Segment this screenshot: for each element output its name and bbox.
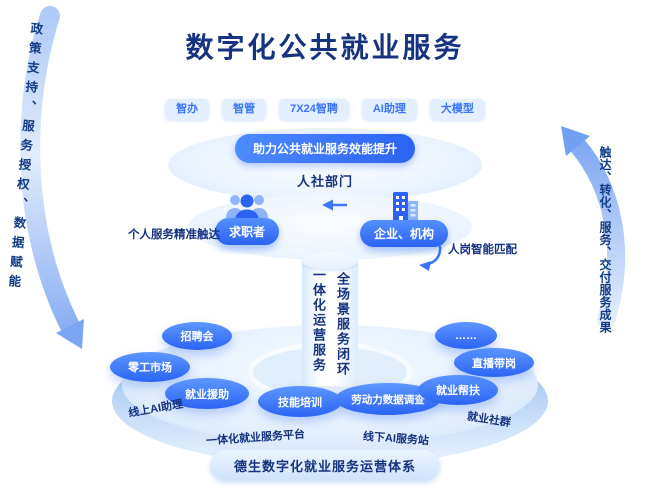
enterprise-badge: 企业、机构 xyxy=(360,220,449,247)
curved-flow-arrow-up-head xyxy=(561,126,590,156)
page-title: 数字化公共就业服务 xyxy=(185,32,465,63)
right-flow-text: 触达、转化、服务、交付服务成果 xyxy=(598,146,612,334)
job-seeker-badge: 求职者 xyxy=(215,218,280,245)
service-bubble-live-recruiting: 直播带岗 xyxy=(454,348,534,377)
service-bubble-labor-survey: 劳动力数据调查 xyxy=(335,383,441,415)
caption-job-matching: 人岗智能匹配 xyxy=(448,244,517,256)
banner-badge: 助力公共就业服务效能提升 xyxy=(234,134,416,163)
pillar-text-full-scenario: 全场景服务闭环 xyxy=(335,272,350,377)
capability-pill: 智办 xyxy=(165,99,210,120)
caption-individual-reach: 个人服务精准触达 xyxy=(128,229,220,241)
pillar-text-integrated-ops: 一体化运营服务 xyxy=(311,268,326,373)
capability-pill: 智管 xyxy=(222,99,267,120)
service-bubble-skill-training: 技能培训 xyxy=(258,386,342,417)
capability-pill: 7X24智聘 xyxy=(279,99,349,120)
service-bubble-gig-market: 零工市场 xyxy=(110,352,190,382)
service-bubble-employment-support: 就业帮扶 xyxy=(418,375,498,405)
capability-pill: 大模型 xyxy=(429,99,485,120)
capability-pill: AI助理 xyxy=(361,99,417,120)
building-icon xyxy=(393,192,418,223)
curved-flow-arrow-down-head xyxy=(56,319,84,349)
capability-pill-row: 智办 智管 7X24智聘 AI助理 大模型 xyxy=(0,99,650,120)
central-pillar xyxy=(302,260,358,386)
service-bubble-more: …… xyxy=(435,322,497,349)
service-bubble-job-fair: 招聘会 xyxy=(162,322,232,350)
department-label: 人社部门 xyxy=(296,174,353,189)
base-system-badge: 德生数字化就业服务运营体系 xyxy=(209,450,441,481)
curved-down-arrow-head xyxy=(419,261,431,271)
central-pillar-top xyxy=(302,252,358,270)
service-bubble-employment-aid: 就业援助 xyxy=(165,378,249,409)
job-seeker-shadow xyxy=(210,243,286,255)
